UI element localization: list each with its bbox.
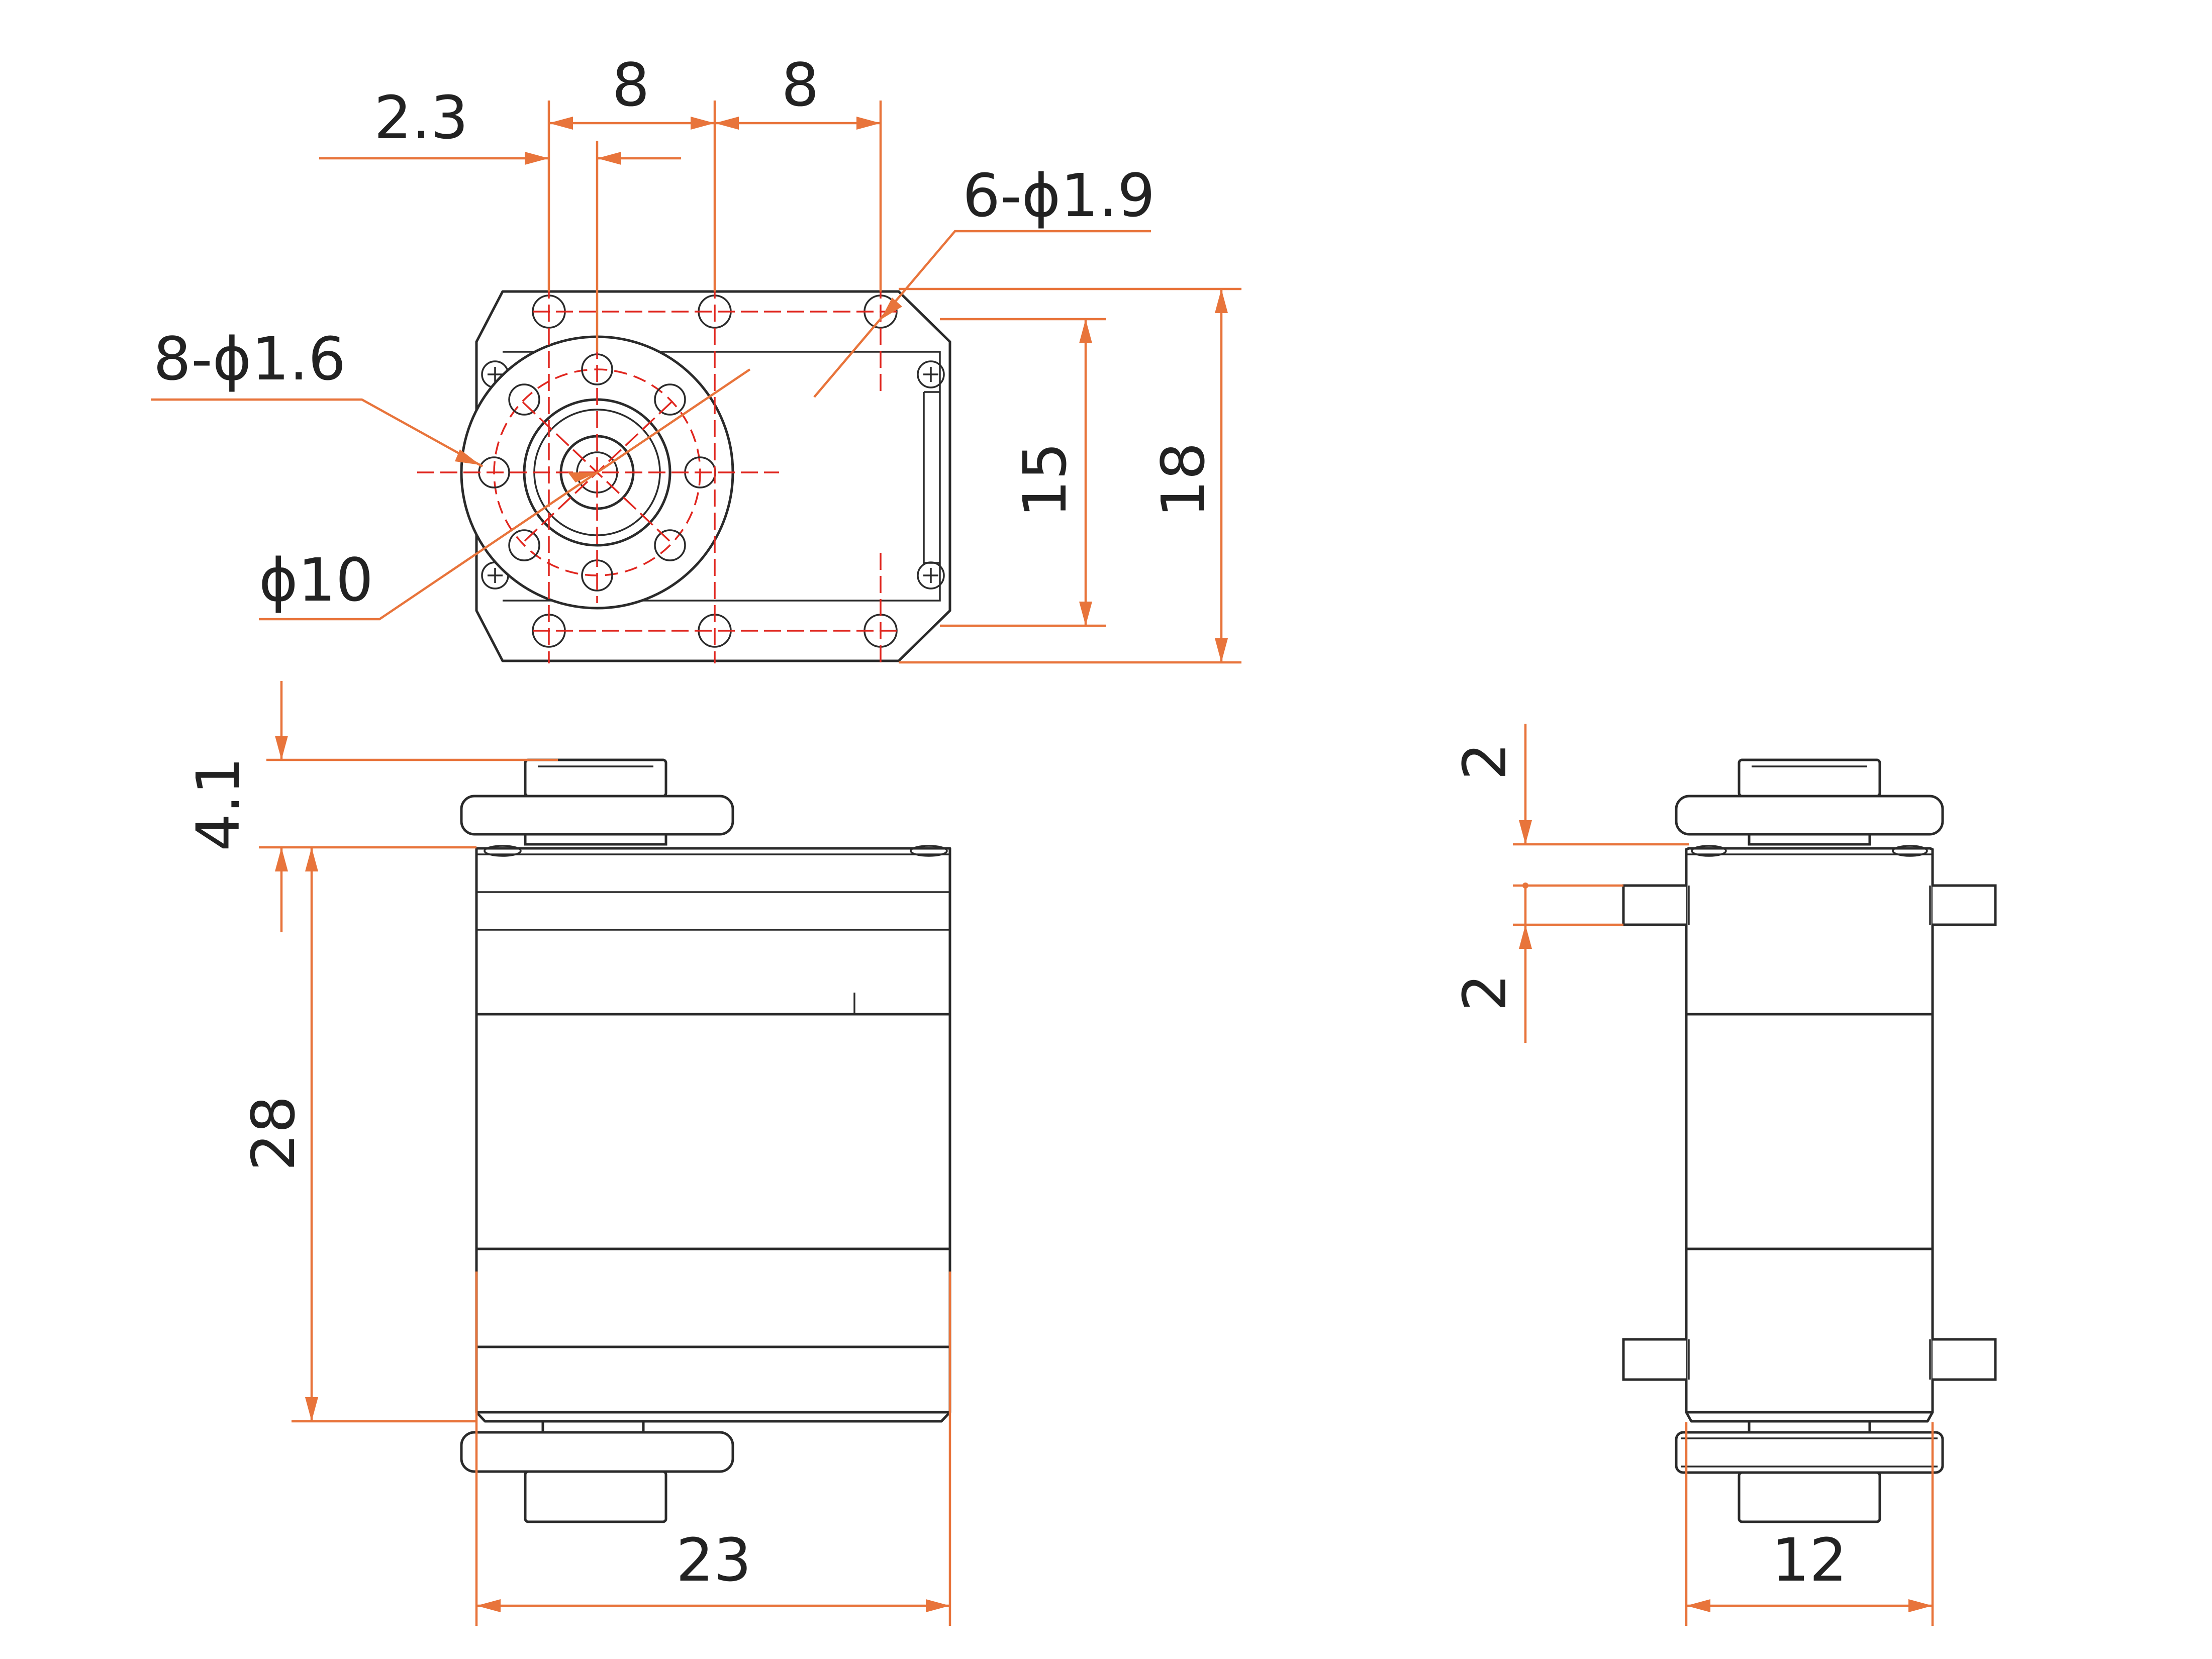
diameter-10-label: ϕ10	[259, 545, 373, 615]
dim-offset	[319, 141, 681, 352]
dim-body-height-label: 28	[239, 1096, 308, 1171]
front-view: 4.1 28 23	[183, 681, 951, 1626]
dim-outer-height	[899, 287, 1241, 664]
dim-pitch-right-label: 8	[781, 50, 819, 120]
top-centerlines	[417, 281, 900, 663]
side-tab-bottom-right	[1933, 1338, 1997, 1381]
side-top-hub	[1738, 758, 1881, 798]
front-top-collar	[524, 833, 667, 846]
dim-horn-height	[259, 681, 558, 932]
side-top-collar	[1748, 833, 1871, 846]
dim-side-tabs	[1513, 724, 1689, 1043]
dim-front-width	[475, 1272, 951, 1626]
screw-icon-bottom-right	[917, 561, 945, 590]
dim-offset-label: 2.3	[374, 83, 468, 152]
dim-inner-height	[940, 318, 1106, 627]
front-bottom-horn	[460, 1431, 734, 1473]
screw-icon-front-left	[484, 845, 522, 857]
screw-icon-side-right	[1892, 845, 1928, 857]
top-inner-frame-right	[923, 391, 940, 564]
leader-holes-8	[151, 398, 484, 467]
screw-icon-top-right	[917, 360, 945, 388]
front-top-hub	[524, 758, 667, 798]
dim-side-width-label: 12	[1772, 1525, 1847, 1595]
dim-body-height	[292, 847, 476, 1423]
dim-outer-height-label: 18	[1148, 442, 1218, 518]
top-view: 8 8 2.3 6-ϕ1.9 8-ϕ1.6 ϕ10	[151, 50, 1241, 664]
side-tab-top-right	[1933, 884, 1997, 926]
screw-icon-side-left	[1691, 845, 1727, 857]
side-tab-top-left	[1622, 884, 1686, 926]
dim-pitch	[547, 101, 882, 291]
front-bottom-collar	[541, 1420, 645, 1434]
front-top-horn	[460, 795, 734, 836]
leader-diameter-10	[259, 368, 751, 621]
screw-icon-front-right	[910, 845, 948, 857]
dim-inner-height-label: 15	[1010, 442, 1080, 518]
dim-tab-bottom-label: 2	[1450, 973, 1519, 1011]
dim-pitch-left-label: 8	[612, 50, 649, 120]
dim-front-width-label: 23	[676, 1525, 751, 1595]
holes-8-label: 8-ϕ1.6	[153, 324, 346, 394]
front-body	[475, 847, 951, 1414]
holes-6-label: 6-ϕ1.9	[963, 161, 1155, 230]
dim-side-width	[1685, 1422, 1934, 1626]
side-bottom-collar	[1748, 1420, 1871, 1434]
side-top-horn	[1675, 795, 1944, 836]
side-body	[1685, 847, 1934, 1423]
side-bottom-hub	[1738, 1471, 1881, 1523]
top-inner-frame	[503, 351, 941, 602]
leader-holes-6	[813, 230, 1151, 398]
dim-horn-height-label: 4.1	[183, 757, 253, 851]
side-view: 2 2 12	[1450, 724, 1997, 1626]
dim-tab-top-label: 2	[1450, 742, 1519, 780]
front-bottom-hub	[524, 1470, 667, 1523]
side-tab-bottom-left	[1622, 1338, 1686, 1381]
